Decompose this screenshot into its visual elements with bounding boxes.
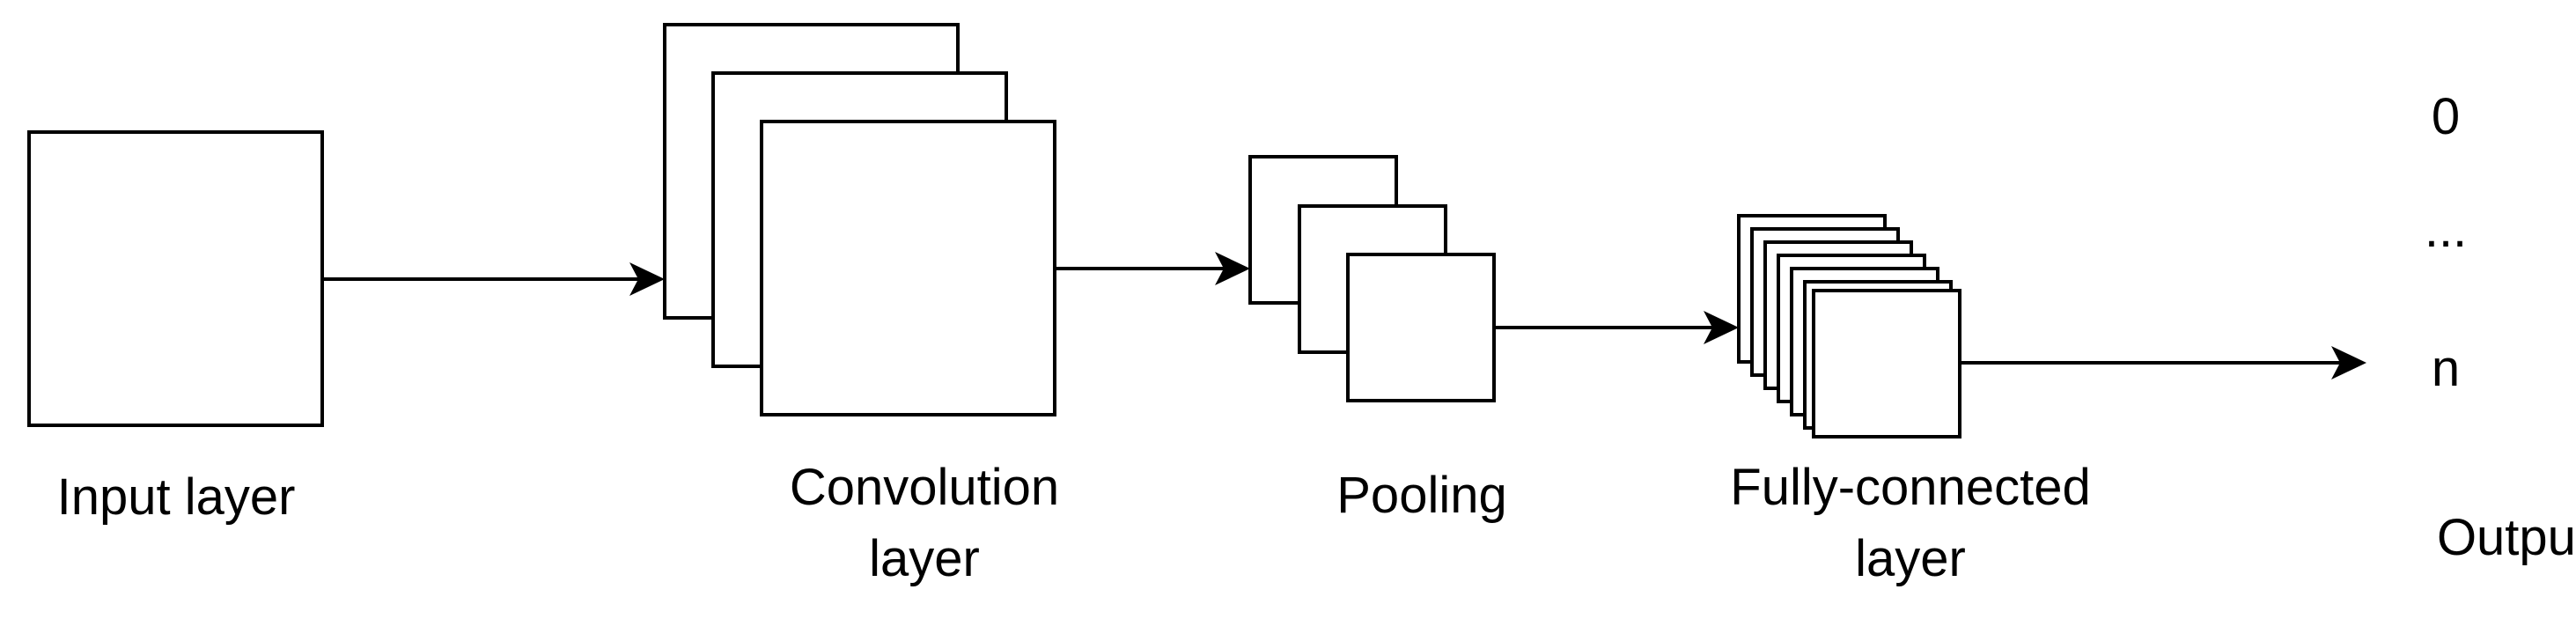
output-label: Output [2437, 509, 2576, 566]
arrowhead-pooling-to-fc [1704, 311, 1739, 344]
pooling-map-3 [1346, 253, 1496, 402]
fc-layer-label-line1: Fully-connected [1730, 459, 2090, 516]
output-ellipsis: ... [2425, 201, 2467, 258]
pooling-label: Pooling [1336, 467, 1506, 524]
input-layer-box [27, 130, 324, 427]
arrowhead-conv-to-pooling [1215, 252, 1250, 285]
arrowhead-input-to-conv [629, 262, 665, 296]
conv-layer-label-line2: layer [869, 530, 980, 587]
output-last-class: n [2432, 340, 2460, 397]
arrowhead-fc-to-output [2331, 346, 2366, 380]
output-first-class: 0 [2432, 88, 2460, 145]
fc-unit-7 [1812, 289, 1961, 438]
conv-layer-label-line1: Convolution [790, 459, 1059, 516]
input-layer-label: Input layer [57, 468, 296, 526]
fc-layer-label-line2: layer [1855, 530, 1966, 587]
conv-feature-map-3 [760, 120, 1056, 416]
